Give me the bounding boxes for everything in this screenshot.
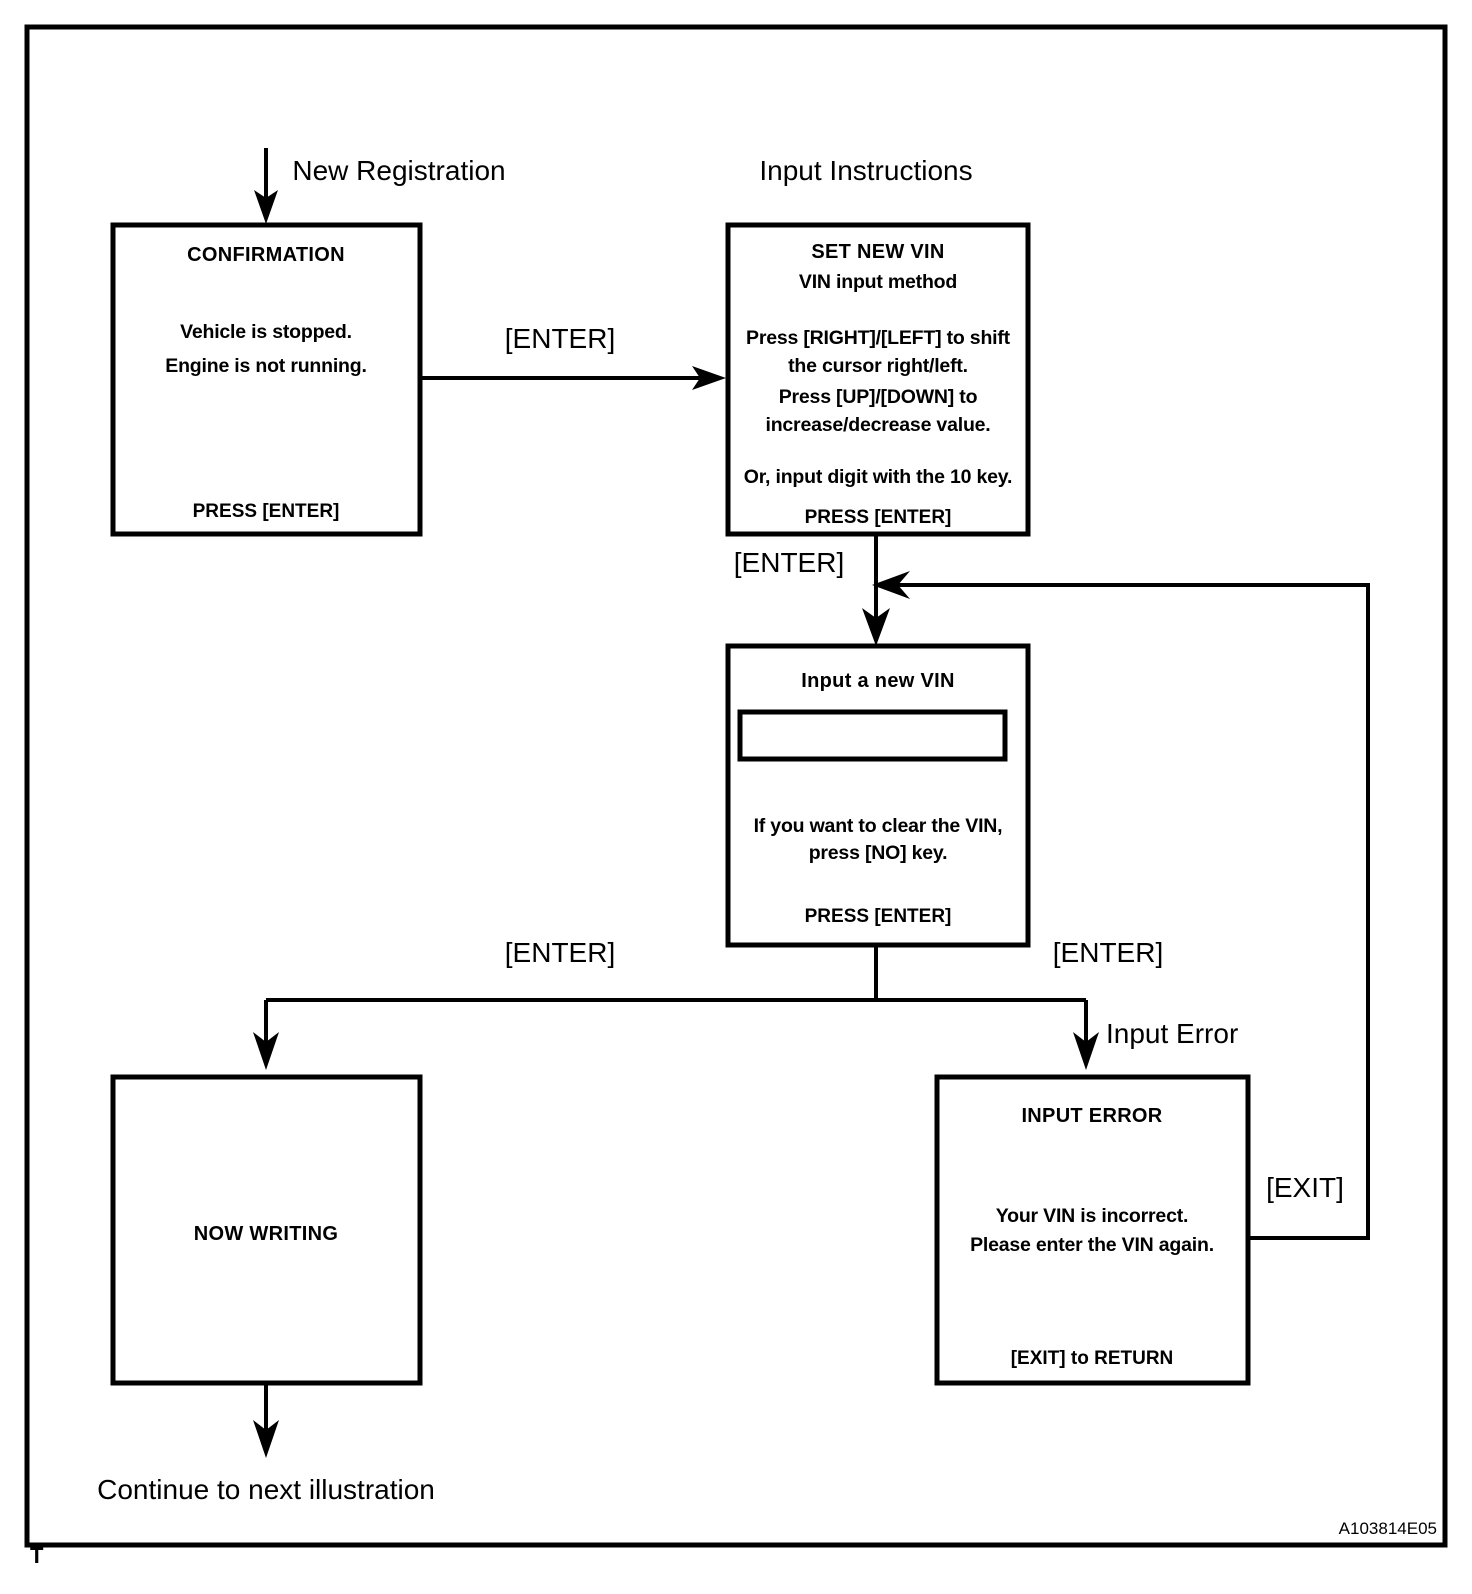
- edge-label-exit-return: [EXIT]: [1266, 1172, 1344, 1203]
- edge-error-return-loop: [872, 571, 1370, 1240]
- edge-setvin-inputvin-head: [862, 608, 890, 646]
- set-new-vin-footer: PRESS [ENTER]: [805, 507, 952, 528]
- branch-left-head: [253, 1032, 279, 1070]
- confirmation-line-2: Engine is not running.: [165, 355, 366, 377]
- input-new-vin-line-2: press [NO] key.: [809, 842, 948, 864]
- page-frame: [24, 24, 1448, 1548]
- node-now-writing[interactable]: NOW WRITING: [110, 1074, 423, 1386]
- set-new-vin-title: SET NEW VIN: [811, 241, 944, 263]
- set-new-vin-box[interactable]: [725, 222, 1031, 537]
- input-error-footer: [EXIT] to RETURN: [1011, 1348, 1174, 1369]
- edge-inputvin-branch: [253, 945, 1099, 1070]
- error-return-head: [872, 571, 910, 599]
- edge-entry-new-registration: [254, 148, 278, 224]
- edge-label-confirmation-enter: [ENTER]: [505, 323, 615, 354]
- figure-code: A103814E05: [1339, 1519, 1437, 1538]
- now-writing-title: NOW WRITING: [194, 1223, 338, 1245]
- edge-label-setvin-enter: [ENTER]: [734, 547, 844, 578]
- corner-mark: T: [30, 1543, 44, 1568]
- input-new-vin-title: Input a new VIN: [801, 670, 954, 692]
- edge-now-writing-exit: [253, 1383, 279, 1458]
- label-continue-next-illustration: Continue to next illustration: [97, 1474, 435, 1505]
- error-return-line: [898, 583, 1370, 1240]
- input-new-vin-box[interactable]: [725, 643, 1031, 948]
- input-error-line-2: Please enter the VIN again.: [970, 1234, 1214, 1256]
- set-new-vin-line-4: increase/decrease value.: [765, 414, 990, 436]
- node-confirmation[interactable]: CONFIRMATION Vehicle is stopped. Engine …: [110, 222, 423, 537]
- input-error-title: INPUT ERROR: [1021, 1105, 1162, 1127]
- edge-label-right-enter: [ENTER]: [1053, 937, 1163, 968]
- label-input-error-branch: Input Error: [1106, 1018, 1238, 1049]
- confirmation-title: CONFIRMATION: [187, 244, 345, 266]
- set-new-vin-subtitle: VIN input method: [799, 271, 957, 293]
- set-new-vin-line-1: Press [RIGHT]/[LEFT] to shift: [746, 327, 1011, 349]
- edge-label-left-enter: [ENTER]: [505, 937, 615, 968]
- now-writing-box[interactable]: [110, 1074, 423, 1386]
- input-new-vin-footer: PRESS [ENTER]: [805, 906, 952, 927]
- set-new-vin-line-2: the cursor right/left.: [788, 355, 968, 377]
- edge-setvin-to-inputvin: [862, 534, 890, 646]
- edge-confirmation-to-setvin: [422, 366, 726, 390]
- set-new-vin-line-5: Or, input digit with the 10 key.: [744, 466, 1012, 488]
- node-input-a-new-vin[interactable]: Input a new VIN If you want to clear the…: [725, 643, 1031, 948]
- vin-input-field[interactable]: [737, 709, 1008, 762]
- node-set-new-vin[interactable]: SET NEW VIN VIN input method Press [RIGH…: [725, 222, 1031, 537]
- branch-right-head: [1073, 1032, 1099, 1070]
- edge-confirm-setvin-head: [692, 366, 726, 390]
- node-input-error[interactable]: INPUT ERROR Your VIN is incorrect. Pleas…: [934, 1074, 1251, 1386]
- confirmation-line-1: Vehicle is stopped.: [180, 321, 352, 343]
- input-error-box[interactable]: [934, 1074, 1251, 1386]
- set-new-vin-line-3: Press [UP]/[DOWN] to: [779, 386, 978, 408]
- confirmation-footer: PRESS [ENTER]: [193, 501, 340, 522]
- label-input-instructions: Input Instructions: [759, 155, 972, 186]
- input-new-vin-line-1: If you want to clear the VIN,: [754, 815, 1003, 837]
- entry-arrow-head: [254, 190, 278, 224]
- input-error-line-1: Your VIN is incorrect.: [996, 1205, 1188, 1227]
- label-new-registration: New Registration: [292, 155, 505, 186]
- confirmation-box[interactable]: [110, 222, 423, 537]
- exit-arrow-head: [253, 1420, 279, 1458]
